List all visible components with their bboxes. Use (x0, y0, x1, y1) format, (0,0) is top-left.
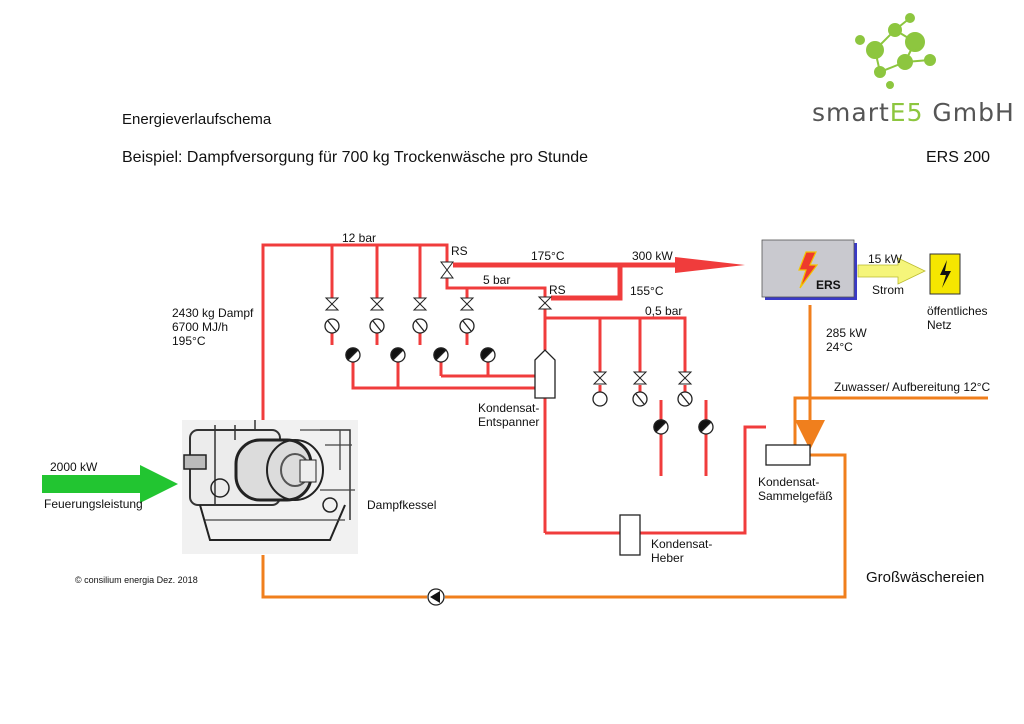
make-up-water-label: Zuwasser/ Aufbereitung 12°C (834, 380, 991, 394)
temperature-175-label: 175°C (531, 249, 565, 263)
pressure-05-label: 0,5 bar (645, 304, 683, 318)
condensate-lifter-label: Kondensat- Heber (651, 537, 713, 565)
steam-to-ers-line (453, 257, 745, 301)
pressure-5-label: 5 bar (483, 273, 511, 287)
condensate-lifter-shape (619, 514, 641, 556)
grid-power-icon (929, 253, 961, 295)
copyright-label: © consilium energia Dez. 2018 (75, 575, 198, 585)
laundry-label: Großwäschereien (866, 569, 985, 586)
power-15-label: 15 kW (868, 252, 903, 266)
diagram-subtitle: Beispiel: Dampfversorgung für 700 kg Tro… (122, 149, 589, 166)
rs-label-2: RS (549, 283, 566, 297)
model-label: ERS 200 (926, 149, 991, 166)
electric-arrow (857, 257, 926, 285)
steam-output-label: 2430 kg Dampf 6700 MJ/h 195°C (172, 306, 254, 348)
collection-vessel-shape (765, 444, 811, 466)
logo-name-accent: E5 (889, 98, 924, 127)
steam-consumers (324, 318, 693, 407)
firing-label: Feuerungsleistung (44, 497, 143, 511)
flash-vessel-label: Kondensat- Entspanner (478, 401, 540, 429)
steam-traps (345, 347, 714, 435)
collection-vessel-label: Kondensat- Sammelgefäß (758, 475, 833, 503)
company-logo-text: smartE5 GmbH (812, 98, 1015, 127)
rs-label-1: RS (451, 244, 468, 258)
hot-water-label: 285 kW 24°C (826, 326, 867, 354)
boiler-illustration (182, 420, 358, 554)
flash-vessel-shape (534, 349, 556, 399)
valves (324, 261, 693, 385)
firing-arrow (42, 465, 178, 503)
pressure-12-label: 12 bar (342, 231, 377, 245)
pump-icon (427, 588, 445, 606)
strom-label: Strom (872, 283, 905, 297)
ers-label: ERS (816, 278, 841, 292)
logo-name-prefix: smart (812, 98, 890, 127)
firing-power-label: 2000 kW (50, 460, 98, 474)
grid-label: öffentliches Netz (927, 304, 988, 332)
power-300-label: 300 kW (632, 249, 673, 263)
green-molecule-logo-icon (855, 13, 936, 89)
lightning-icon (798, 251, 819, 289)
temperature-155-label: 155°C (630, 284, 664, 298)
steam-pipes (261, 243, 766, 535)
logo-name-suffix: GmbH (923, 98, 1015, 127)
ers-unit (761, 239, 857, 300)
boiler-label: Dampfkessel (367, 498, 437, 512)
diagram-title: Energieverlaufschema (122, 111, 272, 128)
